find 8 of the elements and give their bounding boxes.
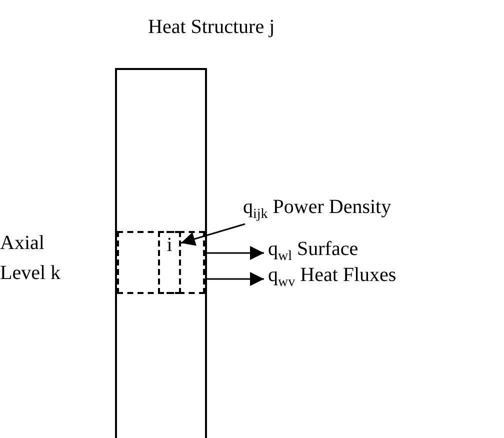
axial-level-label: Axial Level k (0, 231, 62, 286)
structure-heading: Heat Structure j (148, 15, 275, 40)
arrow (205, 272, 264, 286)
heat-flux-label: q$_{wv}$ Heat Fluxes (268, 262, 396, 296)
cell-region: i (158, 231, 181, 294)
power-density-label: q$_{ijk}$ Power Density (243, 194, 392, 228)
leader-line (180, 223, 246, 246)
arrow (205, 246, 264, 260)
